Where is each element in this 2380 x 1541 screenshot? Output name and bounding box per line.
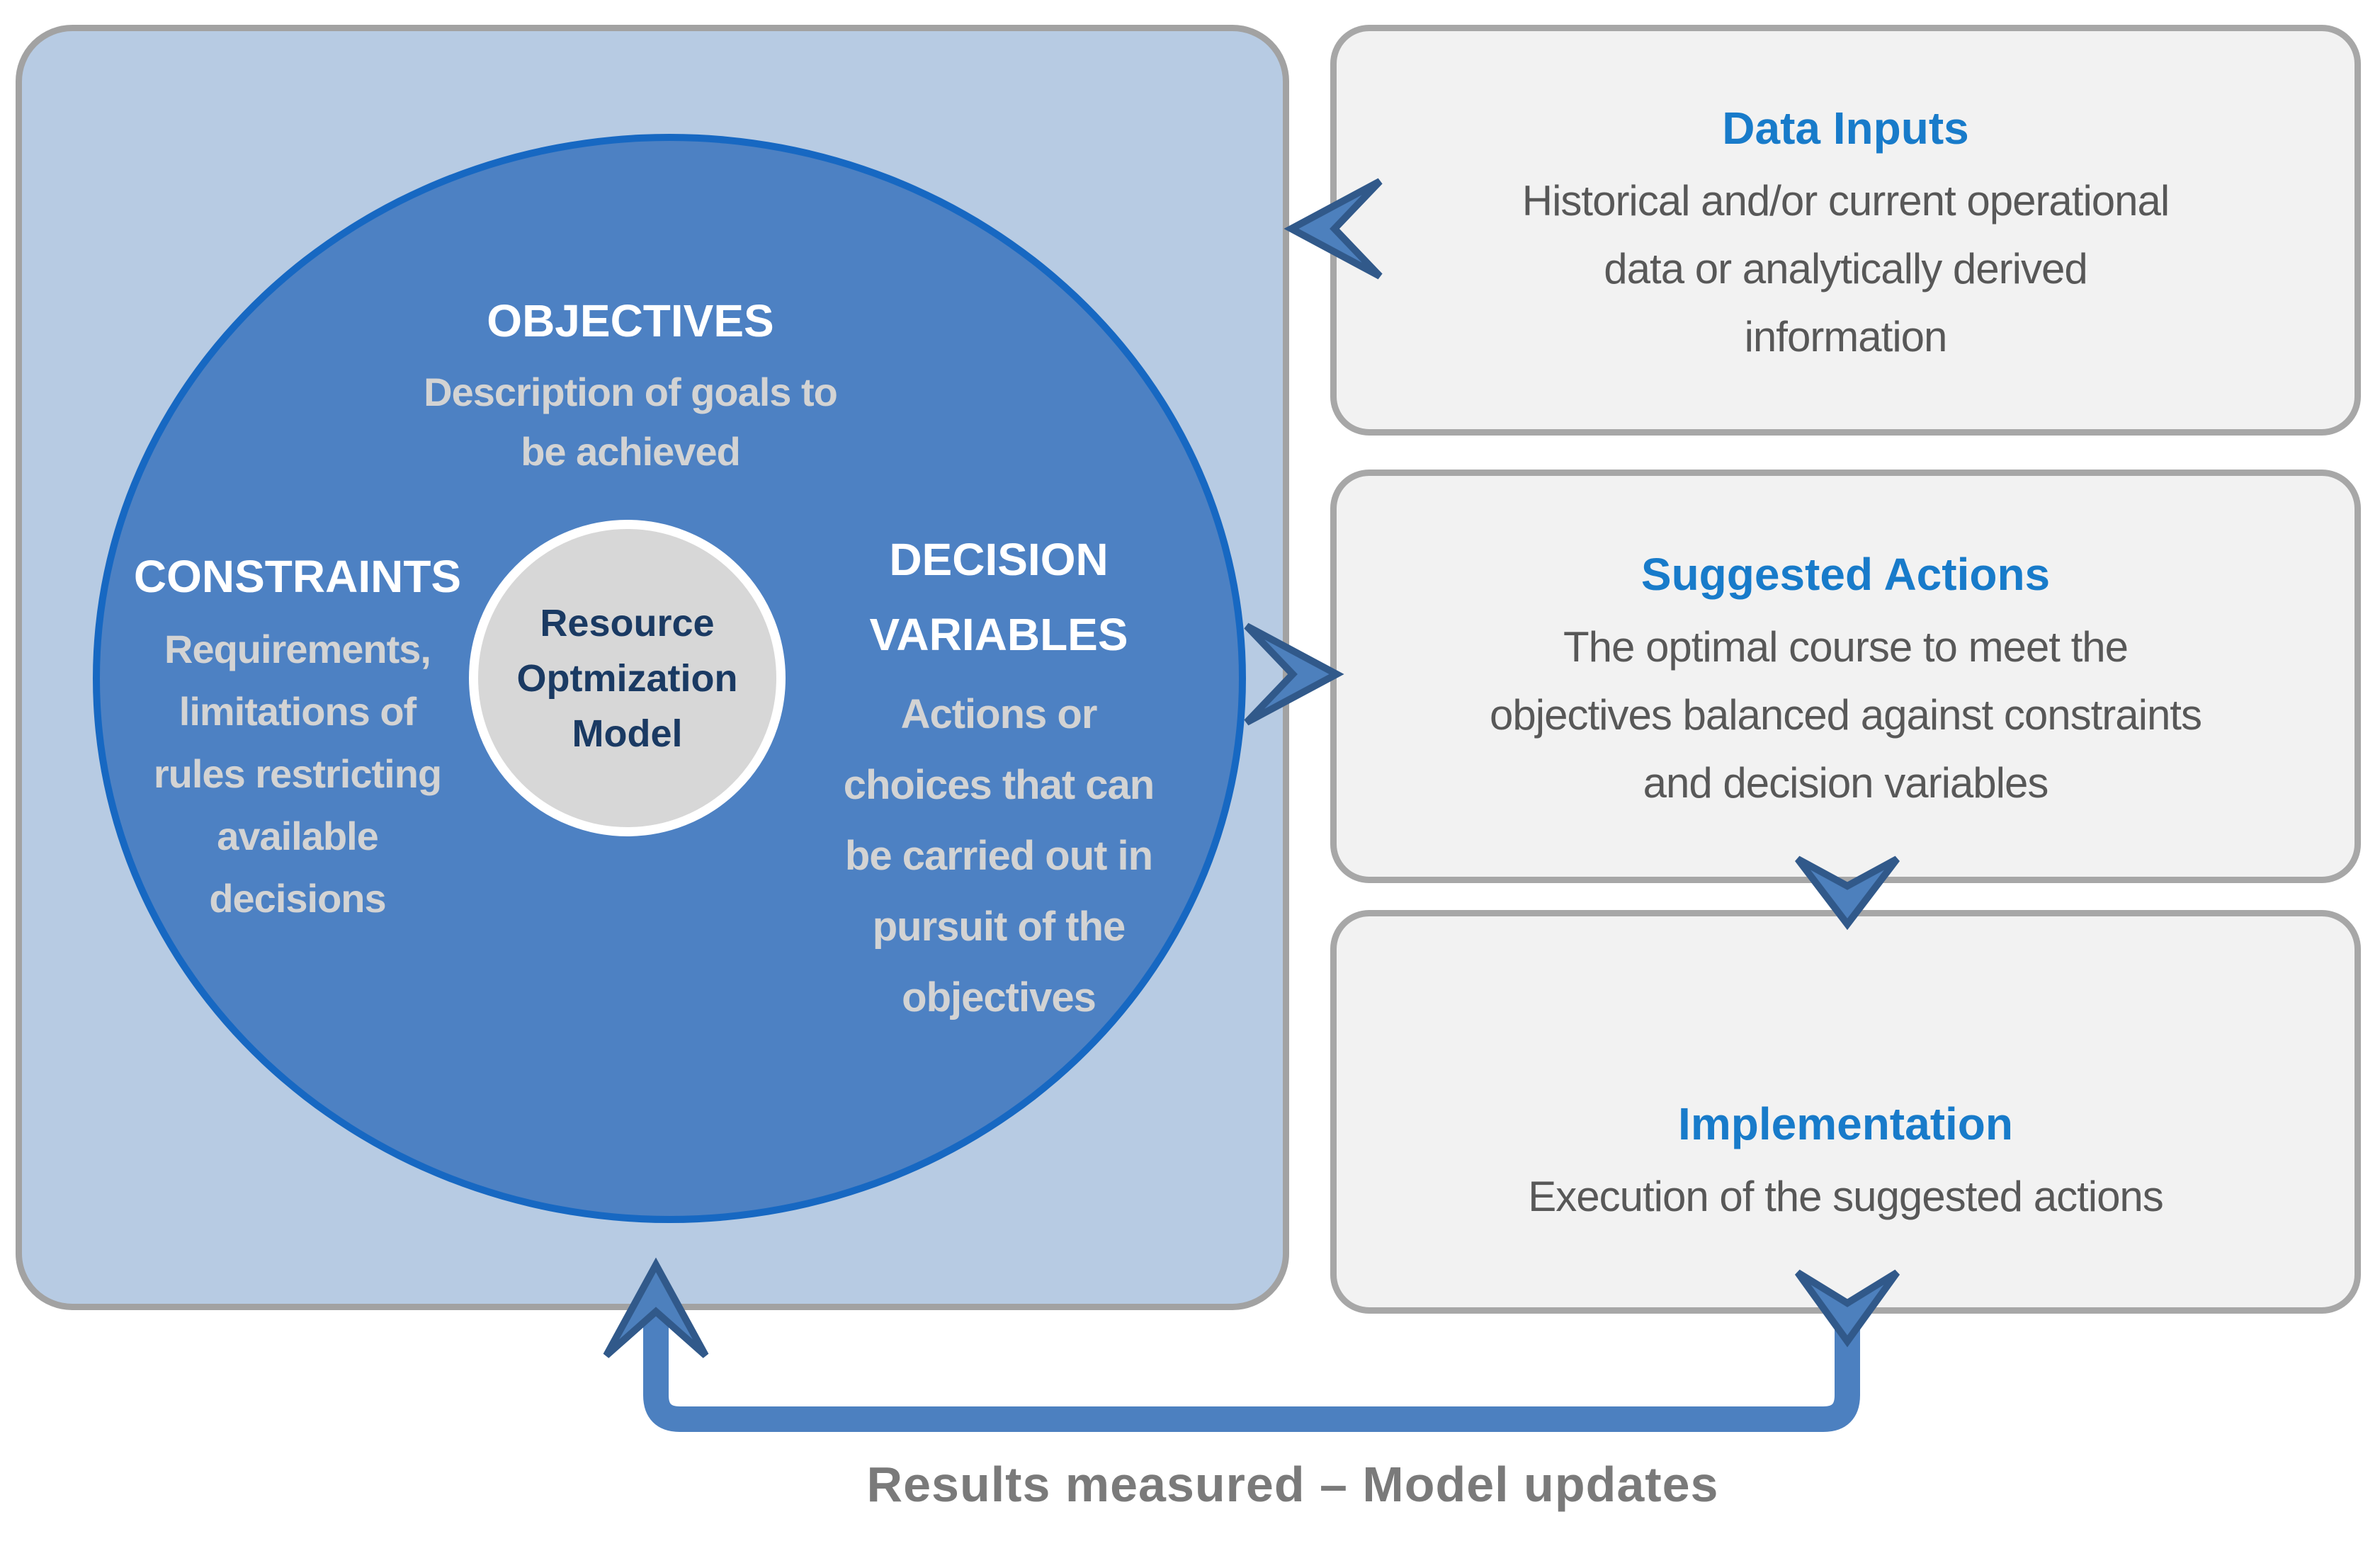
objectives-section: OBJECTIVES Description of goals to be ac… [361, 283, 900, 482]
objectives-body: Description of goals to be achieved [424, 370, 838, 474]
implementation-box: Implementation Execution of the suggeste… [1330, 910, 2361, 1314]
decision-variables-section: DECISION VARIABLES Actions or choices th… [786, 522, 1211, 1033]
core-circle: Resource Optmization Model [469, 520, 786, 836]
feedback-label: Results measured – Model updates [866, 1457, 1719, 1512]
objectives-title: OBJECTIVES [487, 295, 774, 346]
implementation-content: Implementation Execution of the suggeste… [1528, 1085, 2164, 1231]
constraints-section: CONSTRAINTS Requirements, limitations of… [99, 539, 496, 930]
suggested-actions-content: Suggested Actions The optimal course to … [1490, 535, 2202, 817]
core-label: Resource Optmization Model [516, 601, 738, 755]
data-inputs-content: Data Inputs Historical and/or current op… [1522, 89, 2170, 371]
suggested-actions-title: Suggested Actions [1640, 549, 2051, 600]
suggested-actions-box: Suggested Actions The optimal course to … [1330, 470, 2361, 883]
constraints-title: CONSTRAINTS [133, 551, 462, 602]
data-inputs-title: Data Inputs [1722, 103, 1969, 154]
feedback-connector-line [643, 1309, 1860, 1432]
decision-variables-title: DECISION VARIABLES [869, 534, 1128, 660]
data-inputs-box: Data Inputs Historical and/or current op… [1330, 25, 2361, 436]
decision-variables-body: Actions or choices that can be carried o… [843, 691, 1155, 1020]
constraints-body: Requirements, limitations of rules restr… [153, 627, 442, 921]
suggested-actions-body: The optimal course to meet the objective… [1490, 623, 2202, 807]
implementation-title: Implementation [1678, 1098, 2013, 1149]
data-inputs-body: Historical and/or current operational da… [1522, 177, 2170, 360]
implementation-body: Execution of the suggested actions [1528, 1173, 2164, 1220]
